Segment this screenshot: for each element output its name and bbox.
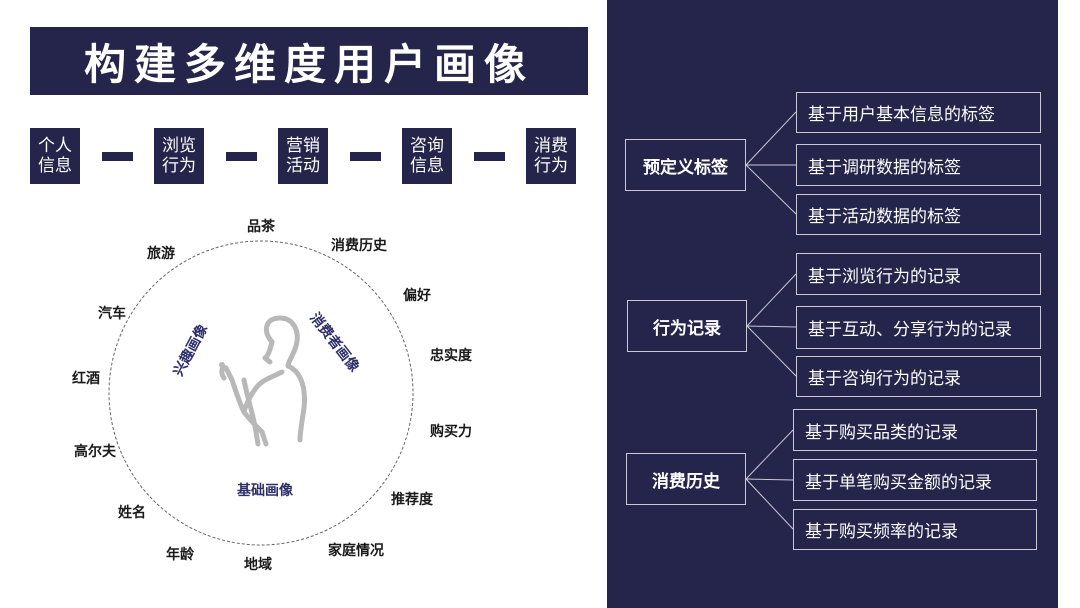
circle-label-wine: 红酒 <box>72 371 100 387</box>
step-line: 浏览 <box>162 136 196 156</box>
step-line: 个人 <box>38 136 72 156</box>
thinking-person-icon <box>219 315 307 447</box>
hand-detail <box>219 362 225 368</box>
step-connector <box>474 152 505 161</box>
step-connector <box>350 152 381 161</box>
circle-label-car: 汽车 <box>98 306 126 322</box>
circle-label-consume-history: 消费历史 <box>331 238 387 254</box>
category-predefined-tags: 预定义标签 <box>625 139 746 191</box>
record-item-interact-share: 基于互动、分享行为的记录 <box>796 306 1041 349</box>
circle-label-region: 地域 <box>244 557 272 573</box>
step-marketing-activity: 营销活动 <box>278 128 328 184</box>
persona-circle-diagram <box>108 240 414 546</box>
circle-label-tea: 品茶 <box>247 219 275 235</box>
circle-label-golf: 高尔夫 <box>74 444 116 460</box>
step-line: 行为 <box>162 156 196 176</box>
history-item-frequency: 基于购买频率的记录 <box>793 509 1037 550</box>
circle-label-purchasing-power: 购买力 <box>430 424 472 440</box>
step-line: 营销 <box>286 136 320 156</box>
step-browse-behavior: 浏览行为 <box>154 128 204 184</box>
category-consume-history: 消费历史 <box>626 453 746 505</box>
record-item-consult: 基于咨询行为的记录 <box>796 356 1041 397</box>
history-item-category: 基于购买品类的记录 <box>793 409 1037 451</box>
category-behavior-records: 行为记录 <box>627 300 747 352</box>
step-connector <box>102 152 133 161</box>
step-line: 活动 <box>286 156 320 176</box>
step-consume-behavior: 消费行为 <box>526 128 576 184</box>
history-item-single-amount: 基于单笔购买金额的记录 <box>793 459 1037 501</box>
step-line: 信息 <box>38 156 72 176</box>
step-consult-info: 咨询信息 <box>402 128 452 184</box>
step-line: 行为 <box>534 156 568 176</box>
step-line: 咨询 <box>410 136 444 156</box>
circle-label-age: 年龄 <box>166 547 194 563</box>
basic-persona-label: 基础画像 <box>237 483 293 499</box>
tag-item-survey-data: 基于调研数据的标签 <box>796 144 1041 186</box>
page-title: 构建多维度用户画像 <box>83 39 534 89</box>
step-line: 消费 <box>534 136 568 156</box>
circle-label-travel: 旅游 <box>147 246 175 262</box>
record-item-browse: 基于浏览行为的记录 <box>796 253 1041 295</box>
circle-label-family: 家庭情况 <box>328 543 384 559</box>
tag-system-panel <box>607 0 1058 608</box>
step-personal-info: 个人信息 <box>30 128 80 184</box>
circle-label-preference: 偏好 <box>403 288 431 304</box>
circle-label-name: 姓名 <box>118 505 146 521</box>
title-bar: 构建多维度用户画像 <box>30 27 588 95</box>
step-connector <box>226 152 257 161</box>
persona-circle <box>108 240 414 546</box>
circle-label-recommend: 推荐度 <box>391 492 433 508</box>
tag-item-activity-data: 基于活动数据的标签 <box>796 194 1041 235</box>
tag-item-basic-info: 基于用户基本信息的标签 <box>796 92 1041 133</box>
step-line: 信息 <box>410 156 444 176</box>
circle-label-loyalty: 忠实度 <box>430 348 472 364</box>
